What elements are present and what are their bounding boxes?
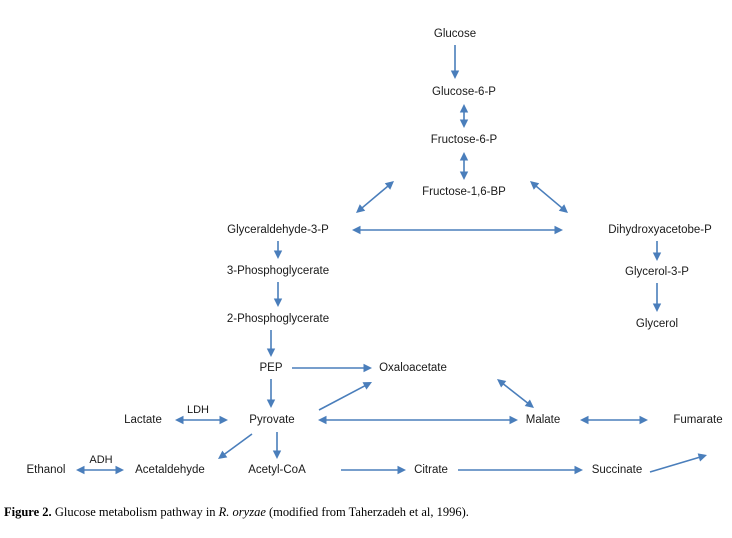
edge-pyrovate-to-oxaloacetate: Pyrovate → Oxaloacetate xyxy=(318,382,372,411)
enzyme-adh: ADH xyxy=(89,454,112,466)
arrow-head xyxy=(363,363,372,373)
metabolite-dhap: Dihydroxyacetobe-P xyxy=(608,224,712,236)
arrow-head xyxy=(459,152,469,161)
arrow-head xyxy=(580,415,589,425)
edge-f16bp-to-gap-diagonal: Fructose-1,6-BP → Glyceraldehyde-3-P xyxy=(356,181,394,213)
metabolite-glucose: Glucose xyxy=(434,28,476,40)
arrow-head xyxy=(318,415,327,425)
edge-acetylcoa-to-citrate: Acetyl-CoA → Citrate xyxy=(341,465,406,475)
arrow-head xyxy=(384,181,394,190)
metabolite-malate: Malate xyxy=(526,414,561,426)
edge-glycerol3p-to-glycerol: Glycerol-3-P → Glycerol xyxy=(652,283,662,312)
metabolite-fumarate: Fumarate xyxy=(673,414,722,426)
edge-dhap-to-glycerol3p: Dihydroxyacetobe-P → Glycerol-3-P xyxy=(652,241,662,261)
edge-pg2-to-pep: 2-Phosphoglycerate → PEP xyxy=(266,330,276,357)
edge-line xyxy=(534,184,564,210)
metabolite-g6p: Glucose-6-P xyxy=(432,86,496,98)
arrow-head xyxy=(272,450,282,459)
edge-pyrovate-to-acetylcoa: Pyrovate → Acetyl-CoA xyxy=(272,432,282,459)
edge-g6p-to-f6p: Glucose-6-P → Fructose-6-P xyxy=(459,104,469,128)
arrow-head xyxy=(397,465,406,475)
edge-succinate-to-fumarate: Succinate → Fumarate xyxy=(649,453,707,473)
arrow-head xyxy=(459,119,469,128)
arrow-head xyxy=(652,252,662,261)
enzyme-ldh: LDH xyxy=(187,404,209,416)
arrow-head xyxy=(497,379,507,388)
metabolite-acetylcoa: Acetyl-CoA xyxy=(248,464,306,476)
metabolite-pep: PEP xyxy=(259,362,282,374)
metabolite-pg2: 2-Phosphoglycerate xyxy=(227,313,329,325)
arrow-head xyxy=(524,399,534,408)
edge-pep-to-pyrovate: PEP → Pyrovate xyxy=(266,379,276,408)
arrow-head xyxy=(652,303,662,312)
arrow-head xyxy=(450,70,460,79)
arrow-head xyxy=(76,465,85,475)
arrow-head xyxy=(218,450,228,459)
edge-line xyxy=(360,184,390,210)
edge-f6p-to-f16bp: Fructose-6-P → Fructose-1,6-BP xyxy=(459,152,469,180)
arrow-head xyxy=(362,382,372,390)
edge-line xyxy=(649,456,701,473)
arrow-head xyxy=(175,415,184,425)
arrow-head xyxy=(530,181,540,190)
metabolite-f6p: Fructose-6-P xyxy=(431,134,498,146)
arrow-head xyxy=(273,298,283,307)
arrow-head xyxy=(356,204,366,213)
edge-oxaloacetate-to-pep: Oxaloacetate → PEP xyxy=(292,363,372,373)
metabolite-succinate: Succinate xyxy=(592,464,643,476)
metabolite-glycerol: Glycerol xyxy=(636,318,678,330)
caption-number: Figure 2. xyxy=(4,505,52,519)
arrow-head xyxy=(266,348,276,357)
edge-glucose-to-g6p: Glucose → Glucose-6-P xyxy=(450,45,460,79)
edges-layer: Glucose → Glucose-6-P Glucose-6-P → Fruct… xyxy=(76,45,707,475)
metabolite-oxaloacetate: Oxaloacetate xyxy=(379,362,447,374)
metabolite-pyrovate: Pyrovate xyxy=(249,414,294,426)
arrow-head xyxy=(352,225,361,235)
caption-text-before: Glucose metabolism pathway in xyxy=(54,505,216,519)
arrow-head xyxy=(558,204,568,213)
edge-line xyxy=(501,382,530,405)
edge-pyrovate-to-malate: Pyrovate → Malate xyxy=(318,415,518,425)
arrow-head xyxy=(574,465,583,475)
edge-malate-to-fumarate: Malate → Fumarate xyxy=(580,415,648,425)
arrow-head xyxy=(219,415,228,425)
figure-caption: Figure 2. Glucose metabolism pathway in … xyxy=(4,505,728,520)
metabolite-pg3: 3-Phosphoglycerate xyxy=(227,265,329,277)
enzyme-labels-layer: LDH ADH xyxy=(89,404,209,466)
arrow-head xyxy=(459,104,469,113)
edge-f16bp-to-dhap-diagonal: Fructose-1,6-BP → Dihydroxyacetobe-P xyxy=(530,181,568,213)
edge-pg3-to-pg2: 3-Phosphoglycerate → 2-Phosphoglycerate xyxy=(273,282,283,307)
metabolite-gap: Glyceraldehyde-3-P xyxy=(227,224,329,236)
arrow-head xyxy=(509,415,518,425)
arrow-head xyxy=(639,415,648,425)
metabolite-ethanol: Ethanol xyxy=(26,464,65,476)
edge-line xyxy=(318,384,367,411)
caption-species-name: R. oryzae xyxy=(218,505,266,519)
arrow-head xyxy=(115,465,124,475)
metabolite-citrate: Citrate xyxy=(414,464,448,476)
arrow-head xyxy=(273,250,283,259)
metabolite-acetaldehyde: Acetaldehyde xyxy=(135,464,205,476)
arrow-head xyxy=(554,225,563,235)
arrow-head xyxy=(697,453,707,462)
metabolite-glycerol3p: Glycerol-3-P xyxy=(625,266,689,278)
edge-gap-to-dhap-horizontal: Glyceraldehyde-3-P → Dihydroxyacetobe-P xyxy=(352,225,563,235)
edge-ethanol-to-acetaldehyde: Ethanol → Acetaldehyde xyxy=(76,465,124,475)
caption-text-after: (modified from Taherzadeh et al, 1996). xyxy=(269,505,469,519)
pathway-diagram: Glucose → Glucose-6-P Glucose-6-P → Fruct… xyxy=(26,28,722,476)
metabolite-f16bp: Fructose-1,6-BP xyxy=(422,186,506,198)
arrow-head xyxy=(459,171,469,180)
metabolite-lactate: Lactate xyxy=(124,414,162,426)
edge-pyrovate-to-acetaldehyde: Pyrovate → Acetaldehyde xyxy=(218,433,253,459)
edge-citrate-to-succinate: Citrate → Succinate xyxy=(458,465,583,475)
edge-lactate-to-pyrovate: Lactate → Pyrovate xyxy=(175,415,228,425)
arrow-head xyxy=(266,399,276,408)
edge-gap-to-pg3: Glyceraldehyde-3-P → 3-Phosphoglycerate xyxy=(273,241,283,259)
edge-line xyxy=(222,433,253,456)
edge-oxaloacetate-to-malate: Oxaloacetate → Malate xyxy=(497,379,534,408)
